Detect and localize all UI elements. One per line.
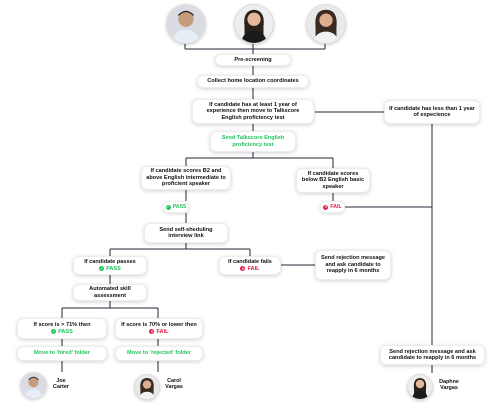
step-cond-b2-above-label: If candidate scores B2 and above English… (146, 168, 226, 188)
pass-badge: ✓ PASS (163, 201, 189, 213)
daphne-name: Daphne Vargas (434, 379, 464, 392)
step-cond-experience-label: If candidate has at least 1 year of expe… (206, 101, 300, 121)
step-cond-score-low-label: If score is 70% or lower then (121, 322, 197, 329)
step-move-hired-label: Move to 'hired' folder (33, 350, 91, 357)
daphne-last-name: Vargas (440, 385, 458, 392)
cross-icon: ✕ (149, 328, 155, 335)
carol-name: Carol Vargas (160, 378, 188, 391)
step-move-rejected-label: Move to 'rejected' folder (127, 350, 191, 357)
step-skill-assessment-label: Automated skill assessment (89, 286, 131, 299)
score-high-pass-row: ✓ PASS (51, 329, 73, 335)
step-cond-less-experience-label: If candidate has less than 1 year of exp… (389, 105, 475, 118)
step-send-rejection-1: Send rejection message and ask candidate… (315, 250, 391, 280)
joe-avatar (20, 372, 47, 399)
score-high-pass-label: PASS (58, 328, 73, 335)
joe-last-name: Carter (53, 384, 69, 391)
joe-first-name: Joe (56, 378, 66, 384)
fails-fail-label: FAIL (247, 265, 260, 272)
step-send-interview-link-label: Send self-sheduling interview link (159, 226, 213, 239)
cross-icon: ✕ (323, 204, 329, 210)
candidate-avatar-2 (234, 4, 274, 44)
daphne-first-name: Daphne (439, 379, 459, 385)
step-cond-experience: If candidate has at least 1 year of expe… (192, 99, 314, 124)
score-low-fail-row: ✕ FAIL (149, 328, 169, 335)
step-cond-b2-above: If candidate scores B2 and above English… (141, 166, 231, 190)
pass-label: PASS (172, 204, 187, 210)
passes-pass-label: PASS (106, 265, 121, 272)
carol-avatar (134, 374, 160, 400)
step-send-rejection-1-label: Send rejection message and ask candidate… (320, 255, 386, 275)
step-send-rejection-2-label: Send rejection message and ask candidate… (388, 348, 477, 361)
score-low-fail-label: FAIL (156, 328, 169, 335)
carol-first-name: Carol (167, 378, 181, 384)
step-send-interview-link: Send self-sheduling interview link (144, 223, 228, 243)
step-cond-fails: If candidate fails ✕ FAIL (219, 256, 281, 275)
carol-last-name: Vargas (165, 384, 183, 391)
joe-name: Joe Carter (48, 378, 74, 391)
step-collect-location: Collect home location coordinates (197, 75, 309, 88)
step-cond-score-high-label: If score is > 71% then (33, 322, 91, 329)
step-send-test: Send Talkscore English proficiency test (210, 131, 296, 152)
daphne-avatar (407, 374, 433, 400)
candidate-avatar-1 (166, 4, 206, 44)
check-icon: ✓ (99, 265, 105, 272)
step-cond-below-b2: If candidate scores below B2 English bas… (296, 168, 370, 193)
step-cond-score-low: If score is 70% or lower then ✕ FAIL (115, 318, 203, 339)
step-cond-less-experience: If candidate has less than 1 year of exp… (384, 100, 480, 124)
fail-label: FAIL (330, 204, 342, 210)
step-skill-assessment: Automated skill assessment (73, 284, 147, 301)
fail-badge: ✕ FAIL (320, 201, 345, 213)
step-cond-score-high: If score is > 71% then ✓ PASS (17, 318, 107, 339)
step-send-test-label: Send Talkscore English proficiency test (221, 135, 285, 148)
check-icon: ✓ (51, 328, 57, 335)
step-cond-fails-label: If candidate fails (228, 259, 272, 266)
step-move-rejected: Move to 'rejected' folder (115, 346, 203, 361)
check-icon: ✓ (165, 204, 171, 210)
step-cond-passes: If candidate passes ✓ PASS (73, 256, 147, 275)
step-collect-location-label: Collect home location coordinates (207, 78, 299, 85)
step-cond-passes-label: If candidate passes (84, 259, 136, 266)
step-cond-below-b2-label: If candidate scores below B2 English bas… (301, 170, 365, 190)
candidate-avatar-3 (306, 4, 346, 44)
step-move-hired: Move to 'hired' folder (17, 346, 107, 361)
step-prescreening-label: Pre-screening (234, 56, 272, 63)
passes-pass-row: ✓ PASS (99, 266, 121, 272)
step-prescreening: Pre-screening (215, 54, 291, 66)
fails-fail-row: ✕ FAIL (240, 265, 260, 272)
cross-icon: ✕ (240, 265, 246, 272)
step-send-rejection-2: Send rejection message and ask candidate… (380, 345, 485, 365)
